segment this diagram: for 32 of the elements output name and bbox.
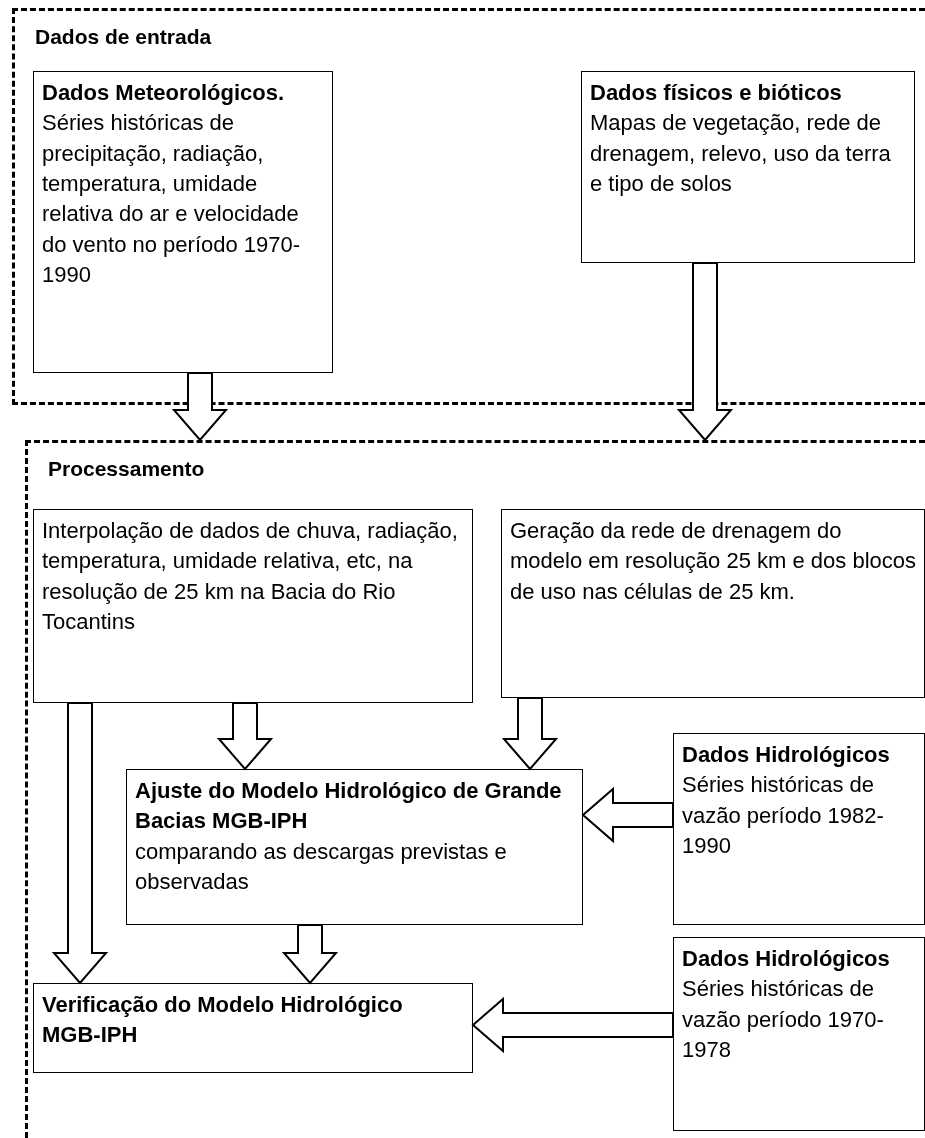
box-text: Geração da rede de drenagem do modelo em resolução 25 km e dos blocos de uso nas células de 25 km.	[510, 517, 916, 606]
box-text: Interpolação de dados de chuva, radiação, temperatura, umidade relativa, etc, na resolução de 25 km na Bacia do Rio Tocantins	[42, 517, 459, 637]
box-heading: Dados Meteorológicos.	[42, 79, 286, 107]
process-box	[33, 509, 473, 703]
box-text: Mapas de vegetação, rede de drenagem, relevo, uso da terra e tipo de solos	[590, 109, 892, 199]
process-box	[126, 769, 583, 925]
box-heading: Dados Hidrológicos	[682, 945, 891, 973]
block-arrow	[171, 372, 229, 442]
block-arrow	[581, 786, 674, 844]
dashed-group-frame	[12, 8, 925, 405]
box-text: Séries históricas de precipitação, radiação, temperatura, umidade relativa do ar e velocidade do vento no período 1970-1990	[42, 109, 302, 290]
block-arrow	[501, 697, 559, 771]
block-arrow	[471, 996, 674, 1054]
process-box	[33, 71, 333, 373]
process-box	[501, 509, 925, 698]
dashed-group-frame	[25, 440, 925, 1138]
box-text: comparando as descargas previstas e observadas	[135, 837, 508, 897]
process-box	[673, 937, 925, 1131]
box-heading: Dados Hidrológicos	[682, 741, 891, 769]
box-text: Séries históricas de vazão período 1970-1978	[682, 975, 885, 1065]
group-title: Processamento	[48, 457, 205, 481]
group-title: Dados de entrada	[35, 25, 212, 49]
block-arrow	[216, 702, 274, 771]
box-heading: Verificação do Modelo Hidrológico MGB-IPH	[42, 991, 404, 1050]
block-arrow	[281, 924, 339, 985]
box-text: Séries históricas de vazão período 1982-1990	[682, 771, 885, 861]
block-arrow	[676, 262, 734, 442]
box-heading: Dados físicos e bióticos	[590, 79, 843, 107]
process-box	[673, 733, 925, 925]
process-box	[581, 71, 915, 263]
process-box	[33, 983, 473, 1073]
block-arrow	[51, 702, 109, 985]
